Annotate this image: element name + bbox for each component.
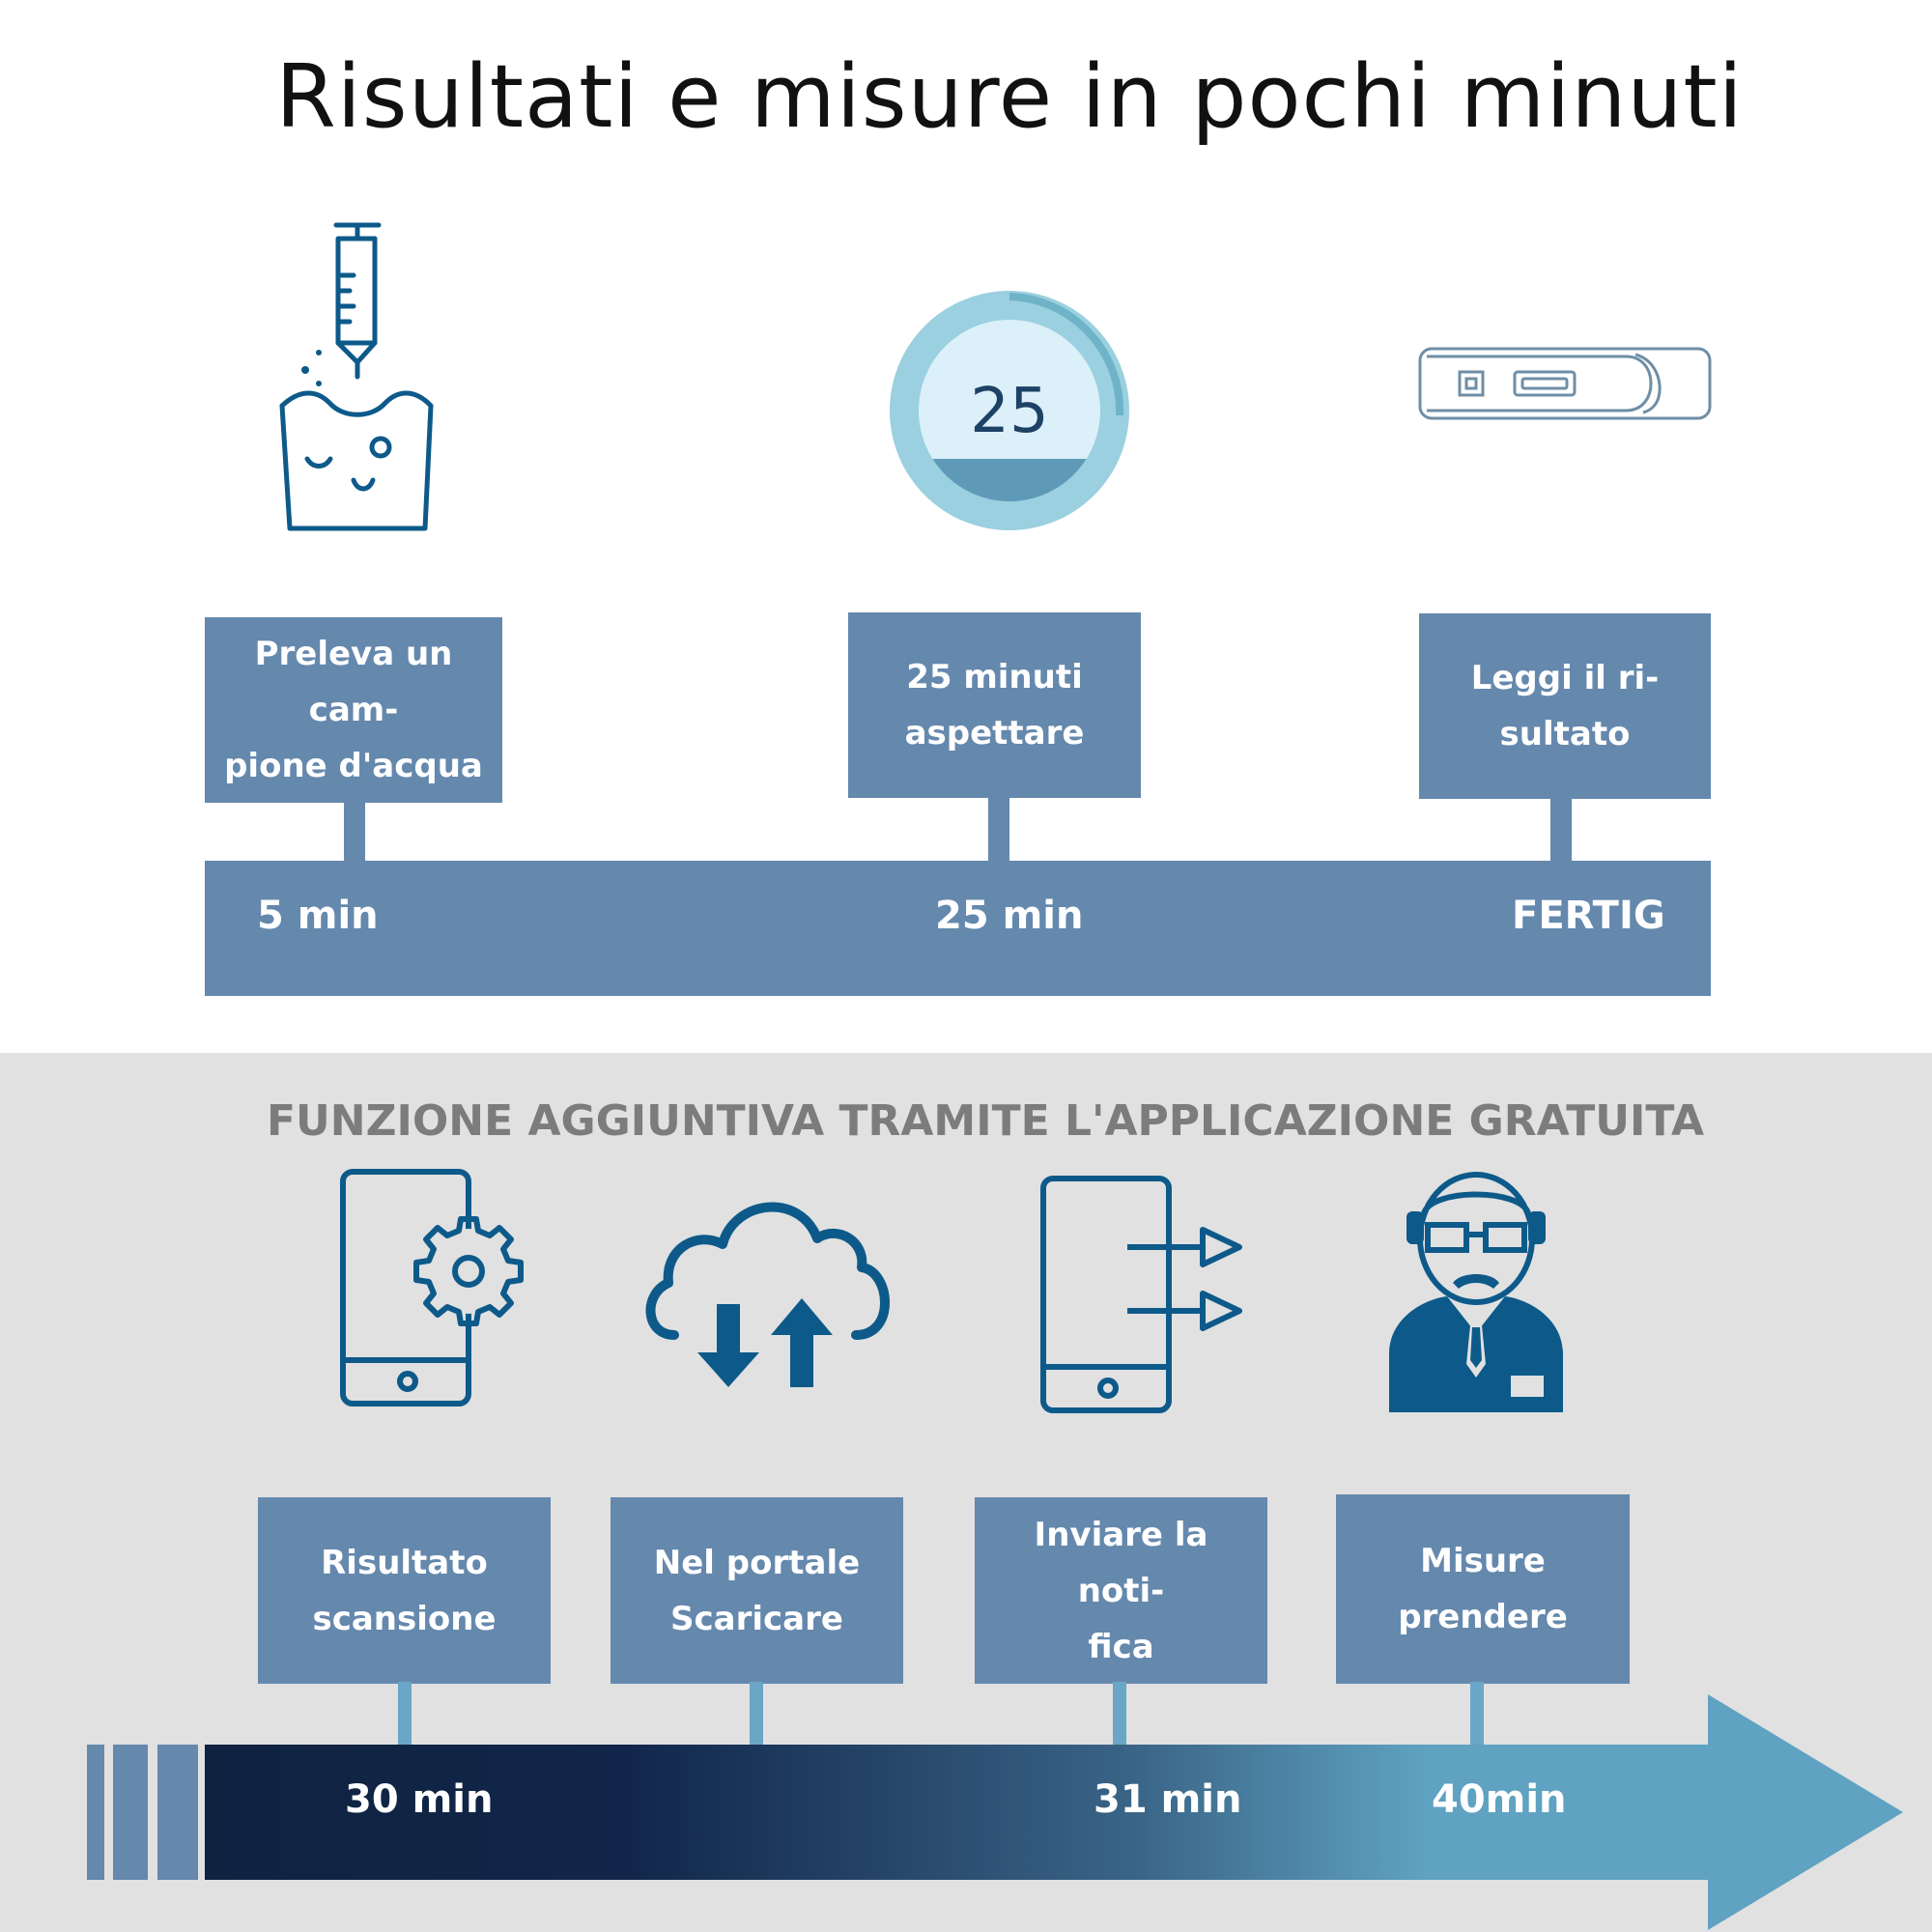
step-label: Preleva un cam- pione d'acqua [224, 635, 483, 785]
timeline-bar [205, 861, 1711, 996]
expert-person-icon [1389, 1172, 1563, 1412]
timer-icon: 25 [890, 291, 1129, 530]
step-box-wait: 25 minuti aspettare [848, 612, 1141, 798]
section-subtitle: FUNZIONE AGGIUNTIVA TRAMITE L'APPLICAZIO… [266, 1096, 1705, 1146]
time-label: 30 min [345, 1777, 494, 1822]
connector [344, 801, 365, 863]
step-label: 25 minuti aspettare [904, 658, 1085, 753]
time-label: 31 min [1094, 1777, 1242, 1822]
step-label: Misure prendere [1398, 1542, 1568, 1636]
time-label: 25 min [935, 894, 1084, 938]
connector [1113, 1682, 1126, 1746]
time-label: 40min [1432, 1777, 1567, 1822]
phone-send-icon [1040, 1176, 1242, 1413]
timer-value: 25 [970, 376, 1048, 447]
step-label: Leggi il ri- sultato [1470, 659, 1660, 753]
app-step-box-measures: Misure prendere [1336, 1494, 1630, 1684]
phone-settings-icon [340, 1169, 524, 1406]
connector [750, 1682, 763, 1746]
timeline-stripe [157, 1745, 198, 1880]
time-label: 5 min [257, 894, 379, 938]
syringe-water-icon [279, 222, 434, 531]
step-box-read: Leggi il ri- sultato [1419, 613, 1711, 799]
app-step-box-scan: Risultato scansione [258, 1497, 551, 1684]
time-label: FERTIG [1512, 894, 1665, 938]
cloud-sync-icon [645, 1202, 890, 1387]
step-label: Risultato scansione [312, 1543, 497, 1638]
connector [1470, 1682, 1484, 1746]
test-strip-icon [1418, 347, 1712, 420]
connector [398, 1682, 412, 1746]
step-label: Inviare la noti- fica [1034, 1515, 1208, 1666]
timeline-stripe [87, 1745, 104, 1880]
connector [988, 796, 1009, 863]
app-step-box-download: Nel portale Scaricare [611, 1497, 903, 1684]
timeline-stripe [113, 1745, 148, 1880]
page-title: Risultati e misure in pochi minuti [275, 46, 1744, 148]
step-box-sample: Preleva un cam- pione d'acqua [205, 617, 502, 803]
connector [1550, 797, 1572, 863]
step-label: Nel portale Scaricare [653, 1543, 861, 1638]
timeline-arrow [205, 1694, 1903, 1930]
app-step-box-notify: Inviare la noti- fica [975, 1497, 1267, 1684]
